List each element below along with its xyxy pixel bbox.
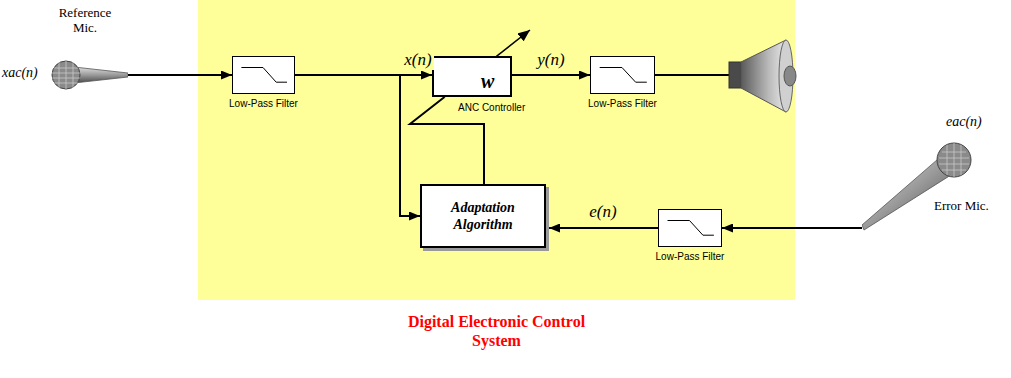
- filter-curve: [668, 221, 714, 236]
- panel-fill: [198, 0, 795, 300]
- mic-part: [939, 143, 969, 177]
- filter-label: Low-Pass Filter: [561, 98, 684, 109]
- weight-symbol: w: [481, 70, 494, 93]
- signal-name: eac(n): [946, 114, 982, 130]
- mic-part: [52, 61, 80, 89]
- microphone: eac(n) Error Mic.: [862, 112, 1002, 237]
- mic-part: [52, 61, 80, 89]
- drawing-part: [729, 62, 741, 88]
- filter-box: Low-Pass Filter: [658, 209, 722, 247]
- algorithm-label: Adaptation Algorithm: [428, 199, 538, 233]
- signal-connector: [549, 227, 658, 229]
- mic-label: Error Mic.: [934, 198, 989, 214]
- signal-connector: [128, 74, 232, 76]
- mic-part: [862, 160, 949, 230]
- filter-curve: [600, 68, 647, 83]
- mic-part: [74, 67, 128, 83]
- low-pass-symbol: [659, 210, 720, 245]
- controller-label: ANC Controller: [458, 102, 525, 113]
- signal-label: e(n): [587, 202, 618, 222]
- filter-label: Low-Pass Filter: [629, 251, 751, 262]
- filter-box: Low-Pass Filter: [232, 56, 295, 94]
- error-mic-icon: [862, 112, 1002, 237]
- filter-curve: [241, 68, 287, 83]
- loudspeaker: [729, 40, 796, 112]
- signal-connector: [722, 227, 862, 229]
- signal-name: xac(n): [2, 65, 38, 81]
- mic-part: [937, 143, 971, 177]
- speaker-wire: [655, 74, 729, 76]
- filter-box: Low-Pass Filter: [590, 56, 655, 94]
- mic-label: Reference Mic.: [50, 5, 120, 35]
- low-pass-symbol: [233, 57, 293, 92]
- controller-box: wANC Controller: [432, 56, 512, 97]
- low-pass-symbol: [591, 57, 653, 92]
- drawing-part: [784, 66, 796, 86]
- filter-label: Low-Pass Filter: [203, 98, 324, 109]
- microphone: Reference Mic. xac(n): [2, 5, 128, 100]
- signal-label: y(n): [535, 50, 566, 70]
- signal-connector: [512, 74, 590, 76]
- algorithm-box: Adaptation Algorithm: [420, 184, 546, 248]
- panel-caption: Digital Electronic Control System: [407, 312, 587, 350]
- signal-label: x(n): [402, 50, 433, 70]
- signal-connector: [295, 75, 420, 216]
- control-panel: Low-Pass FilterwANC ControllerLow-Pass F…: [198, 0, 795, 300]
